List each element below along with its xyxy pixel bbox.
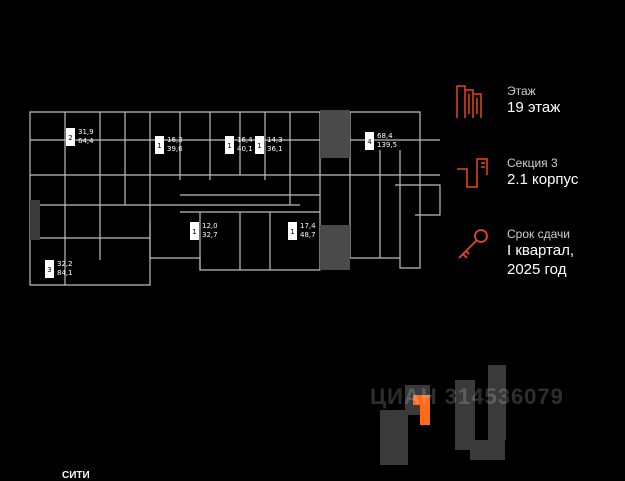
unit-area: 32,2 (57, 260, 73, 268)
unit-total: 48,7 (300, 231, 316, 239)
unit-rooms: 1 (257, 142, 261, 150)
watermark: ЦИАН 314536079 (370, 384, 564, 409)
delivery-value-line1: I квартал, (507, 242, 575, 259)
floor-label: Этаж (507, 84, 536, 98)
unit-total: 36,1 (267, 145, 283, 153)
loggia (30, 200, 40, 240)
unit-total: 32,7 (202, 231, 218, 239)
floor-icon (456, 85, 482, 118)
unit-total: 40,1 (237, 145, 253, 153)
delivery-value-line2: 2025 год (507, 261, 567, 278)
floor-value: 19 этаж (507, 99, 561, 116)
unit-rooms: 1 (157, 142, 161, 150)
unit-total: 39,6 (167, 145, 183, 153)
unit-rooms: 4 (367, 138, 372, 146)
key-icon (458, 229, 488, 259)
unit-rooms: 2 (68, 134, 72, 142)
floor-info: Этаж 19 этаж (507, 84, 560, 117)
unit-area: 14,3 (267, 136, 283, 144)
unit-area: 17,4 (300, 222, 316, 230)
current-section-highlight (413, 395, 430, 425)
unit-total: 64,4 (78, 137, 94, 145)
delivery-info: Срок сдачи I квартал, 2025 год (507, 227, 574, 279)
section-minimap (380, 365, 506, 465)
unit-area: 12,0 (202, 222, 218, 230)
section-info: Секция 3 2.1 корпус (507, 156, 578, 189)
unit-area: 68,4 (377, 132, 393, 140)
unit-area: 31,9 (78, 128, 94, 136)
developer-logo: СИТИ (62, 470, 90, 481)
unit-area: 16,4 (237, 136, 253, 144)
unit-area: 16,3 (167, 136, 183, 144)
unit-total: 139,5 (377, 141, 397, 149)
section-value: 2.1 корпус (507, 171, 579, 188)
unit-rooms: 1 (192, 228, 196, 236)
unit-rooms: 3 (47, 266, 51, 274)
unit-tags (45, 128, 374, 278)
section-icon (457, 158, 488, 188)
section-label: Секция 3 (507, 156, 558, 170)
unit-rooms: 1 (290, 228, 294, 236)
delivery-label: Срок сдачи (507, 227, 570, 241)
loggia (320, 225, 350, 270)
unit-total: 84,1 (57, 269, 73, 277)
loggia (320, 110, 350, 158)
unit-rooms: 1 (227, 142, 231, 150)
